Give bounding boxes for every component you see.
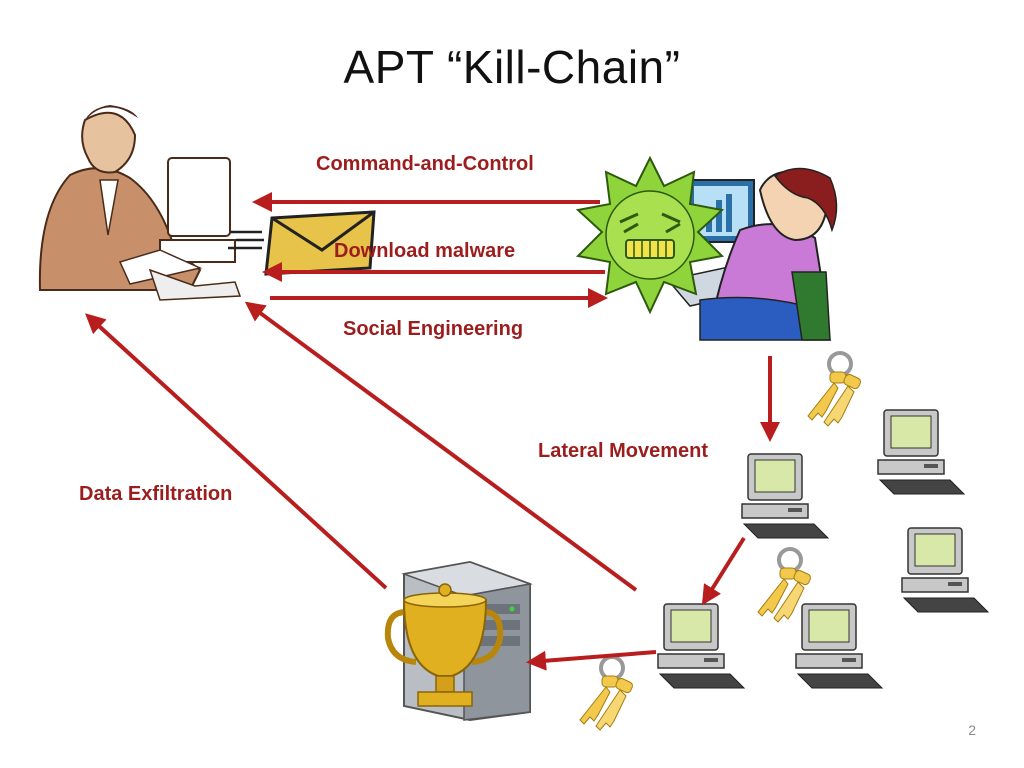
key-icon [806, 351, 864, 428]
slide-title: APT “Kill-Chain” [343, 41, 681, 93]
workstation-icon [657, 603, 745, 689]
key-icon [578, 655, 636, 732]
attacker-at-computer-icon [38, 105, 242, 301]
return-to-attacker-arrow [244, 301, 638, 592]
lateral-movement-arrow [701, 536, 746, 606]
lateral-movement-arrow [526, 650, 657, 671]
virus-icon [575, 155, 725, 315]
email-envelope-icon [228, 210, 376, 276]
social-engineering-label: Social Engineering [343, 318, 524, 340]
workstation-icon [901, 527, 989, 613]
workstation-icon [741, 453, 829, 539]
data-exfiltration-arrow [85, 313, 388, 590]
data-exfiltration-label: Data Exfiltration [79, 483, 233, 505]
download-malware-label: Download malware [334, 240, 516, 262]
page-number: 2 [968, 722, 976, 738]
command-and-control-label: Command-and-Control [316, 153, 534, 175]
lateral-movement-label: Lateral Movement [538, 440, 709, 462]
workstation-icon [877, 409, 965, 495]
workstation-icon [795, 603, 883, 689]
trophy-icon [384, 583, 504, 707]
